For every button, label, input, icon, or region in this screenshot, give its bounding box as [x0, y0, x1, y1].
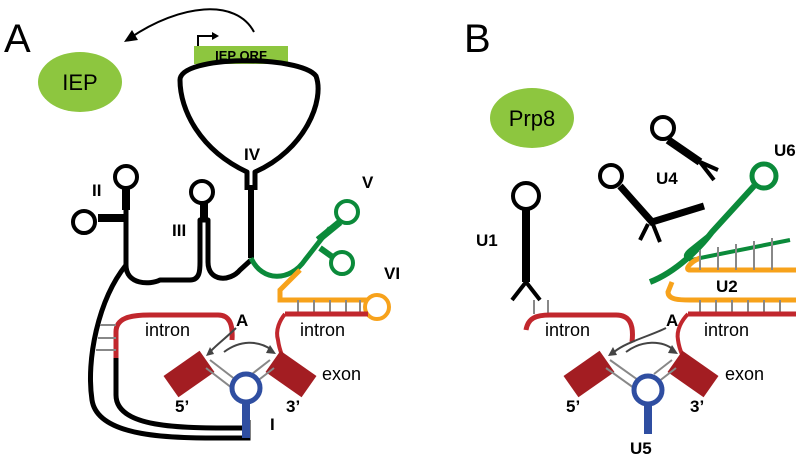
domain-ii-loop-top — [113, 164, 139, 190]
branch-arrow-1-b — [613, 327, 667, 353]
domain-iv-label: IV — [244, 145, 261, 164]
u6-loop — [749, 161, 779, 191]
intron-left-strand-b — [523, 312, 635, 343]
inner-loop-a — [113, 358, 248, 431]
iep-protein — [38, 52, 122, 112]
intron-left-strand-a — [113, 312, 235, 358]
branch-a-label-b: A — [666, 311, 678, 330]
u4-top-ends — [698, 160, 719, 182]
u2-label: U2 — [716, 277, 738, 296]
intron-left-pairing — [96, 324, 116, 351]
panel-b-letter: B — [464, 17, 491, 61]
domain-vi-top-strand — [277, 268, 370, 303]
orf-start-arrowhead — [212, 32, 219, 40]
five-prime-label-a: 5’ — [175, 397, 189, 416]
prp8-label: Prp8 — [509, 106, 555, 131]
exon-label-a: exon — [322, 364, 361, 384]
u5-label: U5 — [630, 439, 652, 458]
branch-a-label-a: A — [236, 311, 248, 330]
domain-v-label: V — [362, 173, 374, 192]
exon-5prime-b — [563, 350, 615, 398]
intron-right-label-a: intron — [300, 320, 345, 340]
prp8-protein — [490, 88, 574, 148]
exon-3prime-a — [265, 350, 317, 398]
branch-arrowhead-1-b — [608, 347, 617, 356]
panel-a-letter: A — [4, 17, 31, 61]
domain-v-loop-top — [334, 199, 360, 225]
branch-arrowhead-1-a — [206, 347, 214, 356]
exon-5prime-a — [163, 350, 215, 398]
three-prime-label-a: 3’ — [286, 397, 300, 416]
u2-strand — [665, 281, 796, 303]
u4-stem-top — [665, 136, 703, 166]
intron-left-label-b: intron — [545, 320, 590, 340]
u6-label: U6 — [774, 141, 796, 160]
u4-left-ends — [638, 221, 662, 243]
u1-label: U1 — [476, 231, 498, 250]
u4-label: U4 — [656, 169, 678, 188]
branch-arrow-2-b — [625, 341, 675, 353]
domain-ii-label: II — [92, 181, 101, 200]
domain-i-loop — [229, 371, 263, 405]
exon-3prime-b — [667, 350, 719, 398]
domain-i-label: I — [270, 415, 275, 434]
u1-intron-pairing — [533, 300, 549, 314]
exon-label-b: exon — [725, 364, 764, 384]
iep-label: IEP — [62, 70, 97, 95]
u4-loop-left — [598, 163, 624, 189]
domain-iv-loop — [177, 58, 321, 190]
five-prime-label-b: 5’ — [566, 397, 580, 416]
u6-stem — [648, 183, 757, 285]
branch-arrowhead-2-a — [266, 345, 276, 354]
translation-arrowhead — [124, 30, 138, 42]
u1-loop — [511, 181, 541, 211]
exon-pairing-b — [605, 359, 677, 389]
u1-ends — [510, 280, 542, 302]
outer-loop-a — [88, 263, 251, 441]
panel-b: B Prp8 U4 U6 U2 — [464, 17, 796, 458]
domain-v-loop-bottom — [329, 250, 355, 276]
branch-arrowhead-2-b — [668, 345, 678, 354]
orf-start-arrow — [197, 35, 212, 46]
domain-v-stem — [248, 226, 332, 279]
backbone-a — [123, 210, 253, 286]
domain-iii-loop — [189, 179, 215, 205]
domain-vi-label: VI — [384, 264, 400, 283]
domain-iii-label: III — [172, 221, 186, 240]
domain-v-branch2 — [318, 245, 336, 261]
u4-stem-left — [617, 183, 706, 227]
u2-top-strand — [685, 255, 796, 273]
three-prime-label-b: 3’ — [690, 397, 704, 416]
intron-right-label-b: intron — [704, 320, 749, 340]
translation-arrow — [129, 8, 255, 39]
domain-v-branch — [315, 219, 343, 243]
intron-left-label-a: intron — [145, 320, 190, 340]
u2-u6-pairing — [699, 238, 773, 270]
branch-arrow-2-a — [223, 341, 273, 353]
u5-loop — [631, 373, 665, 407]
domain-vi-loop — [363, 293, 391, 321]
u4-loop-top — [650, 115, 676, 141]
panel-a: A IEP IEP ORF IV II III — [4, 8, 400, 441]
domain-ii-loop-side — [71, 209, 97, 235]
